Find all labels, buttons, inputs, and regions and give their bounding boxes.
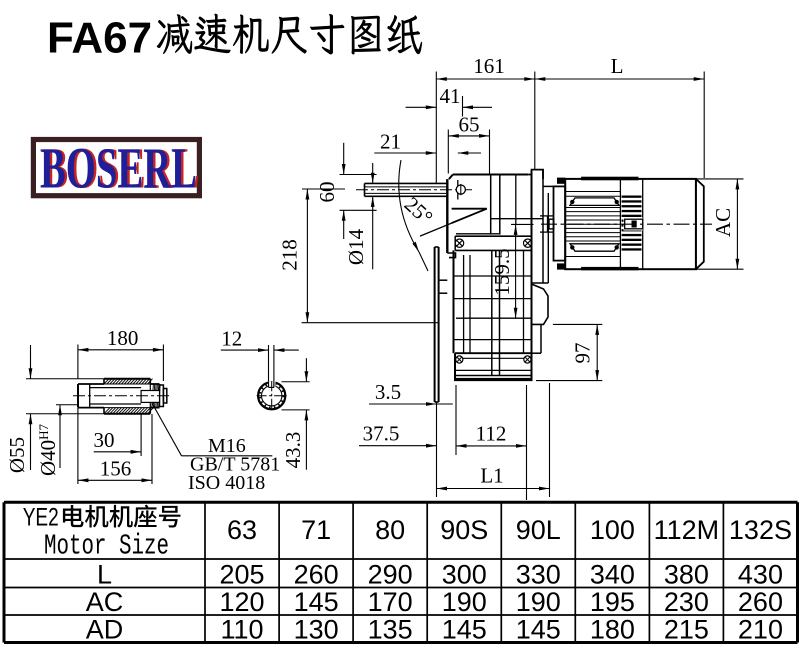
svg-text:156: 156	[100, 457, 132, 481]
svg-text:112M: 112M	[654, 515, 720, 545]
svg-text:145: 145	[442, 615, 487, 645]
svg-text:132S: 132S	[729, 515, 792, 545]
svg-text:60: 60	[315, 182, 339, 203]
svg-text:145: 145	[294, 587, 339, 617]
svg-text:37.5: 37.5	[363, 422, 400, 446]
svg-text:21: 21	[380, 130, 401, 154]
svg-text:170: 170	[368, 587, 413, 617]
svg-text:110: 110	[221, 615, 264, 645]
svg-text:L: L	[97, 560, 112, 590]
svg-text:ISO 4018: ISO 4018	[188, 472, 265, 494]
svg-text:430: 430	[738, 560, 783, 590]
svg-text:159.5: 159.5	[490, 248, 514, 295]
svg-text:330: 330	[516, 560, 561, 590]
svg-text:195: 195	[590, 587, 635, 617]
svg-text:300: 300	[442, 560, 487, 590]
svg-text:AD: AD	[86, 615, 124, 645]
svg-text:218: 218	[278, 239, 302, 271]
svg-text:71: 71	[301, 515, 331, 545]
svg-text:190: 190	[442, 587, 487, 617]
svg-text:BOSERL: BOSERL	[40, 136, 197, 201]
svg-text:135: 135	[368, 615, 413, 645]
svg-text:M16: M16	[208, 435, 246, 457]
svg-text:FA67: FA67	[47, 14, 152, 63]
svg-text:AC: AC	[711, 208, 735, 237]
svg-text:41: 41	[440, 84, 461, 108]
svg-text:Ø14: Ø14	[344, 228, 368, 265]
svg-text:L: L	[611, 54, 624, 78]
svg-text:L1: L1	[480, 464, 503, 488]
svg-text:YE2: YE2	[23, 504, 59, 532]
svg-text:BOSERL: BOSERL	[42, 136, 199, 201]
svg-text:97: 97	[571, 343, 595, 364]
svg-text:GB/T 5781: GB/T 5781	[190, 454, 280, 476]
svg-text:100: 100	[590, 515, 635, 545]
svg-text:210: 210	[738, 615, 783, 645]
svg-text:145: 145	[516, 615, 561, 645]
svg-text:180: 180	[590, 615, 635, 645]
svg-text:340: 340	[590, 560, 635, 590]
svg-text:112: 112	[476, 422, 507, 446]
svg-text:130: 130	[294, 615, 339, 645]
svg-text:AC: AC	[86, 587, 124, 617]
svg-text:43.3: 43.3	[281, 432, 305, 469]
svg-text:205: 205	[220, 560, 265, 590]
svg-text:230: 230	[664, 587, 709, 617]
svg-text:260: 260	[738, 587, 783, 617]
svg-text:65: 65	[459, 113, 480, 137]
svg-text:215: 215	[664, 615, 709, 645]
svg-text:290: 290	[368, 560, 413, 590]
svg-text:Ø55: Ø55	[5, 437, 29, 473]
svg-text:90L: 90L	[516, 515, 561, 545]
svg-text:3.5: 3.5	[375, 380, 401, 404]
svg-text:12: 12	[221, 327, 242, 351]
svg-text:380: 380	[664, 560, 709, 590]
svg-text:80: 80	[375, 515, 405, 545]
svg-text:90S: 90S	[440, 515, 488, 545]
svg-text:180: 180	[107, 326, 139, 350]
svg-text:161: 161	[473, 54, 505, 78]
svg-text:Motor Size: Motor Size	[44, 530, 169, 563]
svg-text:Ø40H7: Ø40H7	[36, 423, 60, 476]
svg-text:120: 120	[220, 587, 265, 617]
svg-text:30: 30	[94, 428, 115, 452]
svg-text:260: 260	[294, 560, 339, 590]
svg-text:63: 63	[227, 515, 257, 545]
svg-text:190: 190	[516, 587, 561, 617]
